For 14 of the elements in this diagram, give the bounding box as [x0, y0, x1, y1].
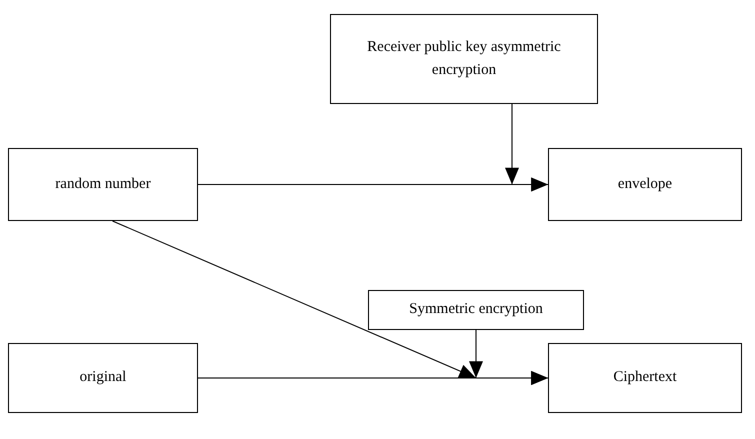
box-label: Ciphertext	[613, 368, 677, 388]
process-box	[548, 343, 742, 413]
process-box	[330, 14, 598, 104]
box-label: Symmetric encryption	[409, 300, 543, 320]
process-box	[8, 343, 198, 413]
box-label: envelope	[618, 174, 672, 194]
box-label: random number	[55, 174, 151, 194]
box-label: original	[80, 368, 126, 388]
box-label: Receiver public key asymmetric encryption	[366, 38, 562, 80]
arrow	[505, 104, 548, 192]
process-box	[8, 148, 198, 221]
process-box	[368, 290, 584, 330]
process-box	[548, 148, 742, 221]
arrow	[112, 220, 548, 385]
